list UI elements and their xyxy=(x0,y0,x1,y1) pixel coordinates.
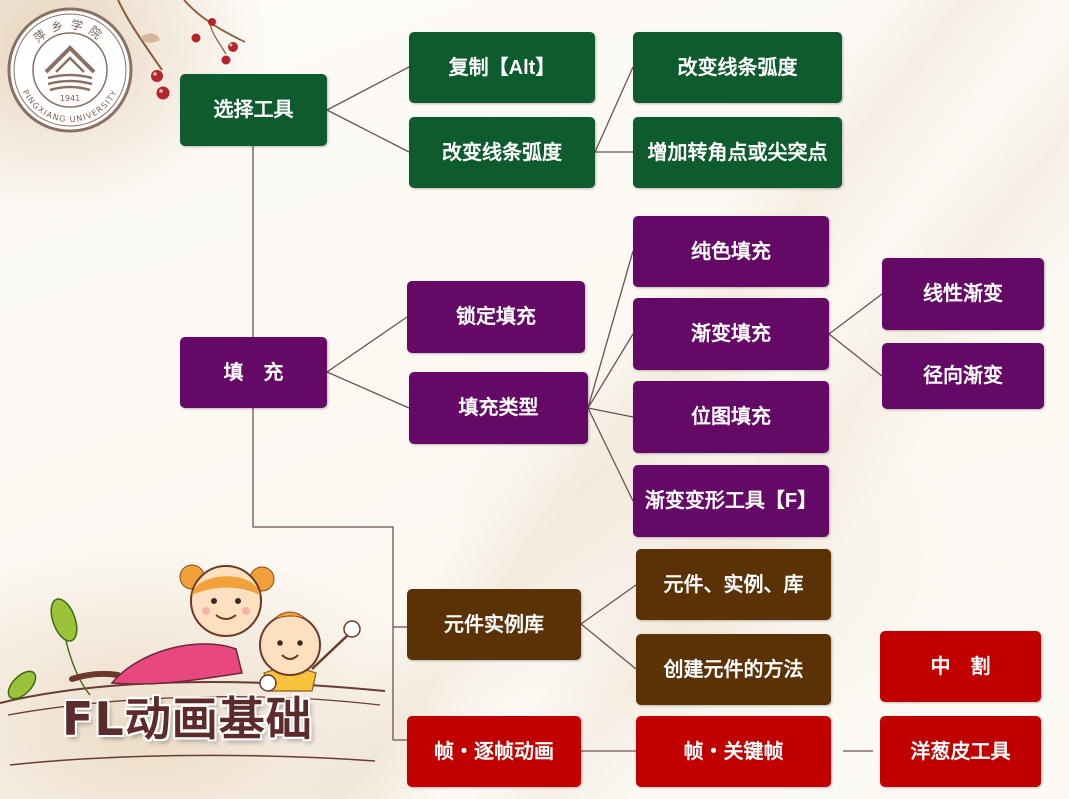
connector-line xyxy=(326,316,408,373)
berry xyxy=(151,70,163,82)
girl-cheek-right xyxy=(242,607,250,615)
berry xyxy=(208,18,216,26)
node-create-symbol-method: 创建元件的方法 xyxy=(636,634,831,705)
seal-mountain-outer xyxy=(44,45,96,74)
seal-mountain-inner xyxy=(55,56,85,73)
girl-mouth xyxy=(215,614,237,620)
girl-hair xyxy=(192,576,260,595)
connector-line xyxy=(828,293,883,335)
boy-head xyxy=(259,614,321,676)
seal-inner-ring xyxy=(32,32,108,108)
connector-line xyxy=(594,66,634,153)
girl-cheek-left xyxy=(202,607,210,615)
seal-wave-3 xyxy=(49,85,91,92)
berry xyxy=(156,86,170,100)
berry xyxy=(228,42,238,52)
node-fill-type: 填充类型 xyxy=(409,372,588,444)
node-fill: 填 充 xyxy=(180,337,327,408)
seal-middle-ring xyxy=(13,13,127,127)
boy-eye-right xyxy=(297,640,303,646)
node-bitmap-fill: 位图填充 xyxy=(633,381,829,453)
node-gradient-fill: 渐变填充 xyxy=(633,298,829,370)
node-tween: 中 割 xyxy=(880,631,1041,702)
berry-highlight xyxy=(229,43,233,47)
node-keyframe: 帧・关键帧 xyxy=(636,716,831,787)
connector-line xyxy=(587,407,634,502)
connector-line xyxy=(580,584,637,625)
branch-twig-main xyxy=(117,0,163,71)
girl-hand xyxy=(259,674,277,692)
node-change-curve: 改变线条弧度 xyxy=(409,117,595,188)
connector-line xyxy=(326,109,410,153)
boy-mouth xyxy=(281,654,299,660)
node-select-tool: 选择工具 xyxy=(180,74,327,146)
girl-legs xyxy=(69,670,121,682)
branch-leaf xyxy=(140,33,160,43)
connector-line xyxy=(587,333,634,409)
connector-line xyxy=(580,623,637,670)
branch-twig-small xyxy=(209,23,227,55)
boy-hair xyxy=(273,611,307,620)
node-add-corner-point: 增加转角点或尖突点 xyxy=(633,117,842,188)
berry-highlight xyxy=(153,72,157,76)
connectors-symbol xyxy=(580,584,637,670)
berry-highlight xyxy=(159,89,163,93)
connector-line xyxy=(587,407,634,418)
title-underline xyxy=(9,754,376,766)
boy-eye-left xyxy=(277,640,283,646)
connector-trunk-lower xyxy=(252,408,407,741)
seal-year: 1941 xyxy=(60,94,80,103)
node-symbol-instance-library: 元件实例库 xyxy=(407,589,581,660)
slide-title: FL动画基础 xyxy=(62,692,313,746)
node-lock-fill: 锁定填充 xyxy=(407,281,585,353)
node-linear-gradient: 线性渐变 xyxy=(882,258,1044,330)
berry xyxy=(221,55,231,65)
boy-arm xyxy=(311,634,349,670)
node-frame-by-frame-animation: 帧・逐帧动画 xyxy=(407,716,581,787)
node-onion-skin-tool: 洋葱皮工具 xyxy=(880,716,1041,787)
seal-wave-2 xyxy=(47,79,93,86)
boy-hand xyxy=(343,620,361,638)
berry xyxy=(191,33,201,43)
connectors-fill xyxy=(326,250,883,502)
connector-line xyxy=(326,66,410,111)
girl-eye-left xyxy=(211,598,217,604)
cartoon-kids-icon xyxy=(0,564,386,766)
connector-line xyxy=(326,371,410,409)
leaf-stem xyxy=(65,640,91,696)
girl-dress xyxy=(110,643,243,685)
node-copy-alt: 复制【Alt】 xyxy=(409,32,595,103)
leaf-large xyxy=(50,598,78,642)
seal-wave-1 xyxy=(47,73,93,80)
seal-outer-ring xyxy=(7,7,133,133)
node-radial-gradient: 径向渐变 xyxy=(882,343,1044,409)
node-symbol-instance-library-detail: 元件、实例、库 xyxy=(636,549,831,620)
connector-line xyxy=(828,333,883,377)
node-change-curve-detail: 改变线条弧度 xyxy=(633,32,842,103)
node-solid-fill: 纯色填充 xyxy=(633,216,829,287)
leaf-small xyxy=(7,670,37,700)
connectors-selection xyxy=(326,66,634,153)
girl-eye-right xyxy=(235,598,241,604)
university-seal-icon: 萍乡学院 PINGXIANG UNIVERSITY 1941 xyxy=(7,7,133,133)
ground-line-lower xyxy=(7,696,381,716)
node-gradient-transform-tool: 渐变变形工具【F】 xyxy=(633,465,829,537)
connector-line xyxy=(587,250,634,409)
berry-branch-icon xyxy=(117,0,246,100)
